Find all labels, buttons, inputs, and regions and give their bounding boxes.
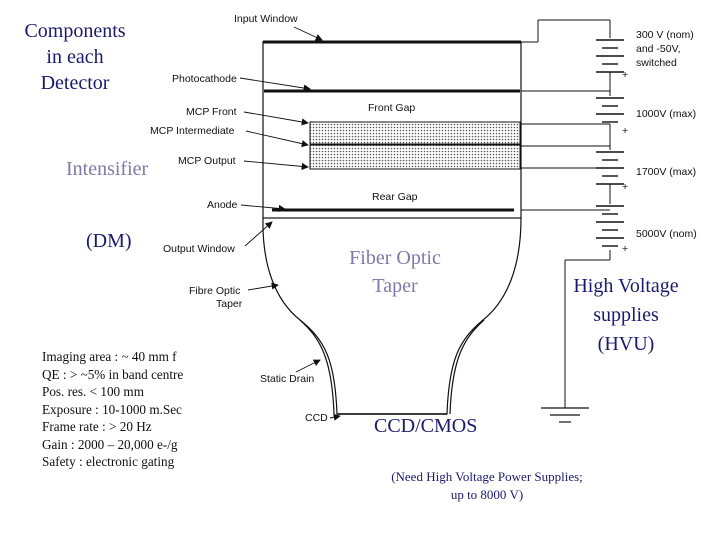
hvu-heading-line-1: High Voltage: [573, 275, 679, 297]
taper-heading-line-1: Fiber Optic: [349, 247, 441, 269]
spec-item: Imaging area : ~ 40 mm f: [42, 349, 177, 364]
ccd-leader: [329, 413, 341, 421]
ccd-cmos-label: CCD/CMOS: [374, 415, 478, 437]
svg-text:+: +: [622, 243, 628, 255]
static-drain-right: [449, 319, 485, 415]
photocathode-leader: [239, 77, 311, 92]
voltage-2: 1000V (max): [636, 108, 696, 120]
static-drain-left: [299, 319, 335, 415]
voltage-1-line-3: switched: [636, 57, 677, 69]
mcp-front-leader: [243, 111, 309, 126]
title-line-1: Components: [24, 20, 126, 42]
svg-text:+: +: [622, 125, 628, 137]
fibre-optic-taper-label-2: Taper: [216, 298, 243, 310]
anode-leader: [240, 204, 286, 213]
voltage-3: 1700V (max): [636, 166, 696, 178]
hv-note: (Need High Voltage Power Supplies; up to…: [362, 468, 612, 504]
mcp-intermediate-leader: [245, 130, 309, 148]
hvu-heading-line-3: (HVU): [597, 333, 655, 355]
taper-heading-line-2: Taper: [372, 275, 418, 297]
mcp-intermediate-label: MCP Intermediate: [150, 125, 235, 137]
ccd-small-label: CCD: [305, 412, 328, 424]
spec-item: Safety : electronic gating: [42, 454, 175, 469]
title-line-3: Detector: [40, 72, 110, 94]
hv-note-line-2: up to 8000 V): [450, 487, 524, 502]
mcp-front-label: MCP Front: [186, 106, 237, 118]
spec-item: Gain : 2000 – 20,000 e-/g: [42, 436, 178, 452]
fibre-optic-taper-label-1: Fibre Optic: [189, 285, 240, 297]
hv-wiring: [521, 19, 611, 408]
front-gap-label: Front Gap: [368, 102, 415, 114]
spec-item: Exposure : 10-1000 m.Sec: [42, 401, 182, 417]
hv-battery-2: [596, 97, 624, 123]
fibre-optic-taper-leader: [247, 282, 279, 291]
hv-note-line-1: (Need High Voltage Power Supplies;: [391, 469, 583, 484]
output-window-label: Output Window: [163, 243, 235, 255]
svg-text:+: +: [622, 181, 628, 193]
spec-item: QE : > ~5% in band centre: [42, 366, 184, 382]
dm-label: (DM): [86, 230, 132, 252]
fiber-optic-taper-heading: Fiber Optic Taper: [320, 244, 470, 300]
rear-gap-label: Rear Gap: [372, 191, 418, 203]
voltage-4: 5000V (nom): [636, 228, 697, 240]
ground-icon: [541, 407, 589, 423]
voltage-1-line-1: 300 V (nom): [636, 29, 694, 41]
spec-item: Pos. res. < 100 mm: [42, 384, 144, 399]
anode-label: Anode: [207, 199, 238, 211]
input-window-leader: [293, 26, 323, 41]
voltage-1-line-2: and -50V,: [636, 43, 681, 55]
hv-battery-1: [596, 39, 624, 73]
mcp-plate-1: [309, 121, 521, 145]
hvu-heading-line-2: supplies: [593, 304, 659, 326]
battery-plus-signs: + + + +: [622, 69, 628, 255]
mcp-output-label: MCP Output: [178, 155, 236, 167]
photocathode-label: Photocathode: [172, 73, 237, 85]
hvu-heading: High Voltage supplies (HVU): [546, 272, 706, 359]
output-window-leader: [244, 221, 273, 247]
spec-item: Frame rate : > 20 Hz: [42, 419, 152, 434]
mcp-plate-2: [309, 144, 521, 170]
spec-list: Imaging area : ~ 40 mm f QE : > ~5% in b…: [42, 348, 183, 471]
static-drain-leader: [295, 359, 321, 373]
input-window-label: Input Window: [234, 13, 298, 25]
svg-text:+: +: [622, 69, 628, 81]
static-drain-label: Static Drain: [260, 373, 314, 385]
mcp-output-leader: [243, 160, 309, 170]
title-line-2: in each: [46, 46, 104, 68]
slide-title: Components in each Detector: [0, 18, 150, 96]
intensifier-label: Intensifier: [66, 158, 149, 180]
hv-battery-4: [596, 205, 624, 247]
hv-battery-3: [596, 151, 624, 185]
